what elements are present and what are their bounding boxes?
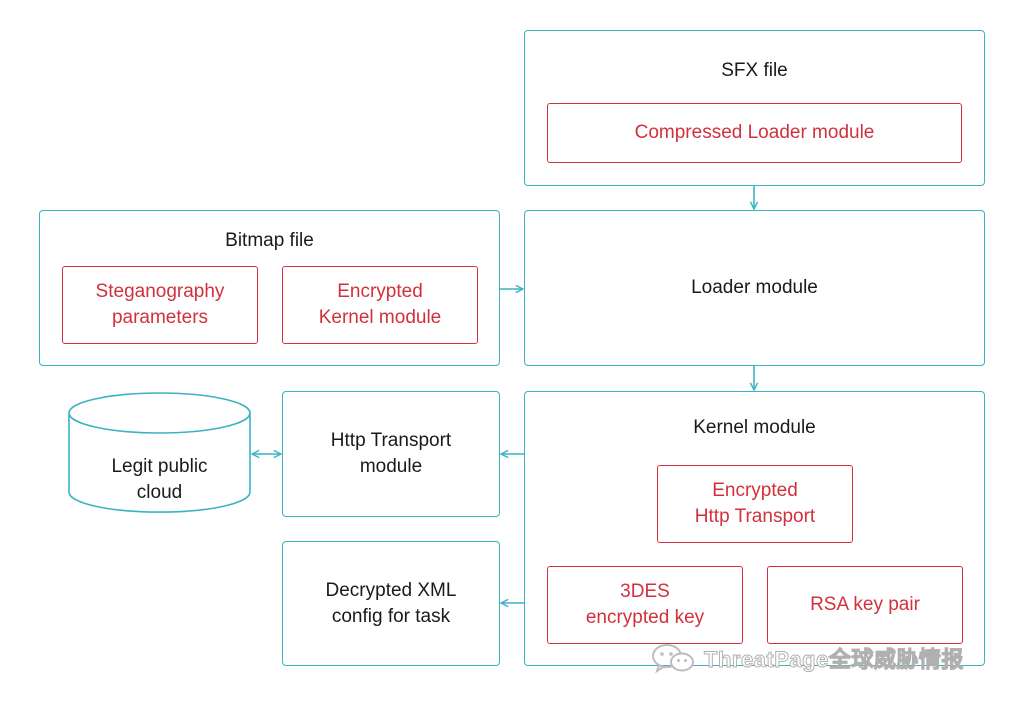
- watermark: ThreatPage全球威胁情报: [650, 640, 964, 676]
- encrypted-kernel-module-box: Encrypted Kernel module: [282, 266, 478, 344]
- kernel-module-box: Kernel module Encrypted Http Transport 3…: [524, 391, 985, 666]
- legit-public-cloud-label: Legit public cloud: [111, 456, 208, 503]
- sfx-file-box: SFX file Compressed Loader module: [524, 30, 985, 186]
- 3des-encrypted-key-box: 3DES encrypted key: [547, 566, 743, 644]
- compressed-loader-box: Compressed Loader module: [547, 103, 962, 163]
- decrypted-xml-config-box: Decrypted XML config for task: [282, 541, 500, 666]
- encrypted-http-transport-box: Encrypted Http Transport: [657, 465, 853, 543]
- kernel-module-title: Kernel module: [693, 417, 816, 438]
- sfx-file-title: SFX file: [721, 60, 788, 81]
- wechat-icon: [652, 644, 694, 674]
- watermark-text: ThreatPage全球威胁情报: [704, 647, 964, 673]
- decrypted-xml-config-title: Decrypted XML config for task: [325, 579, 457, 627]
- http-transport-module-box: Http Transport module: [282, 391, 500, 517]
- http-transport-module-title: Http Transport module: [330, 430, 452, 477]
- bitmap-file-box: Bitmap file Steganography parameters Enc…: [39, 210, 500, 366]
- rsa-key-pair-box: RSA key pair: [767, 566, 963, 644]
- steganography-parameters-box: Steganography parameters: [62, 266, 258, 344]
- loader-module-title: Loader module: [691, 277, 818, 298]
- loader-module-box: Loader module: [524, 210, 985, 366]
- bitmap-file-title: Bitmap file: [225, 230, 314, 251]
